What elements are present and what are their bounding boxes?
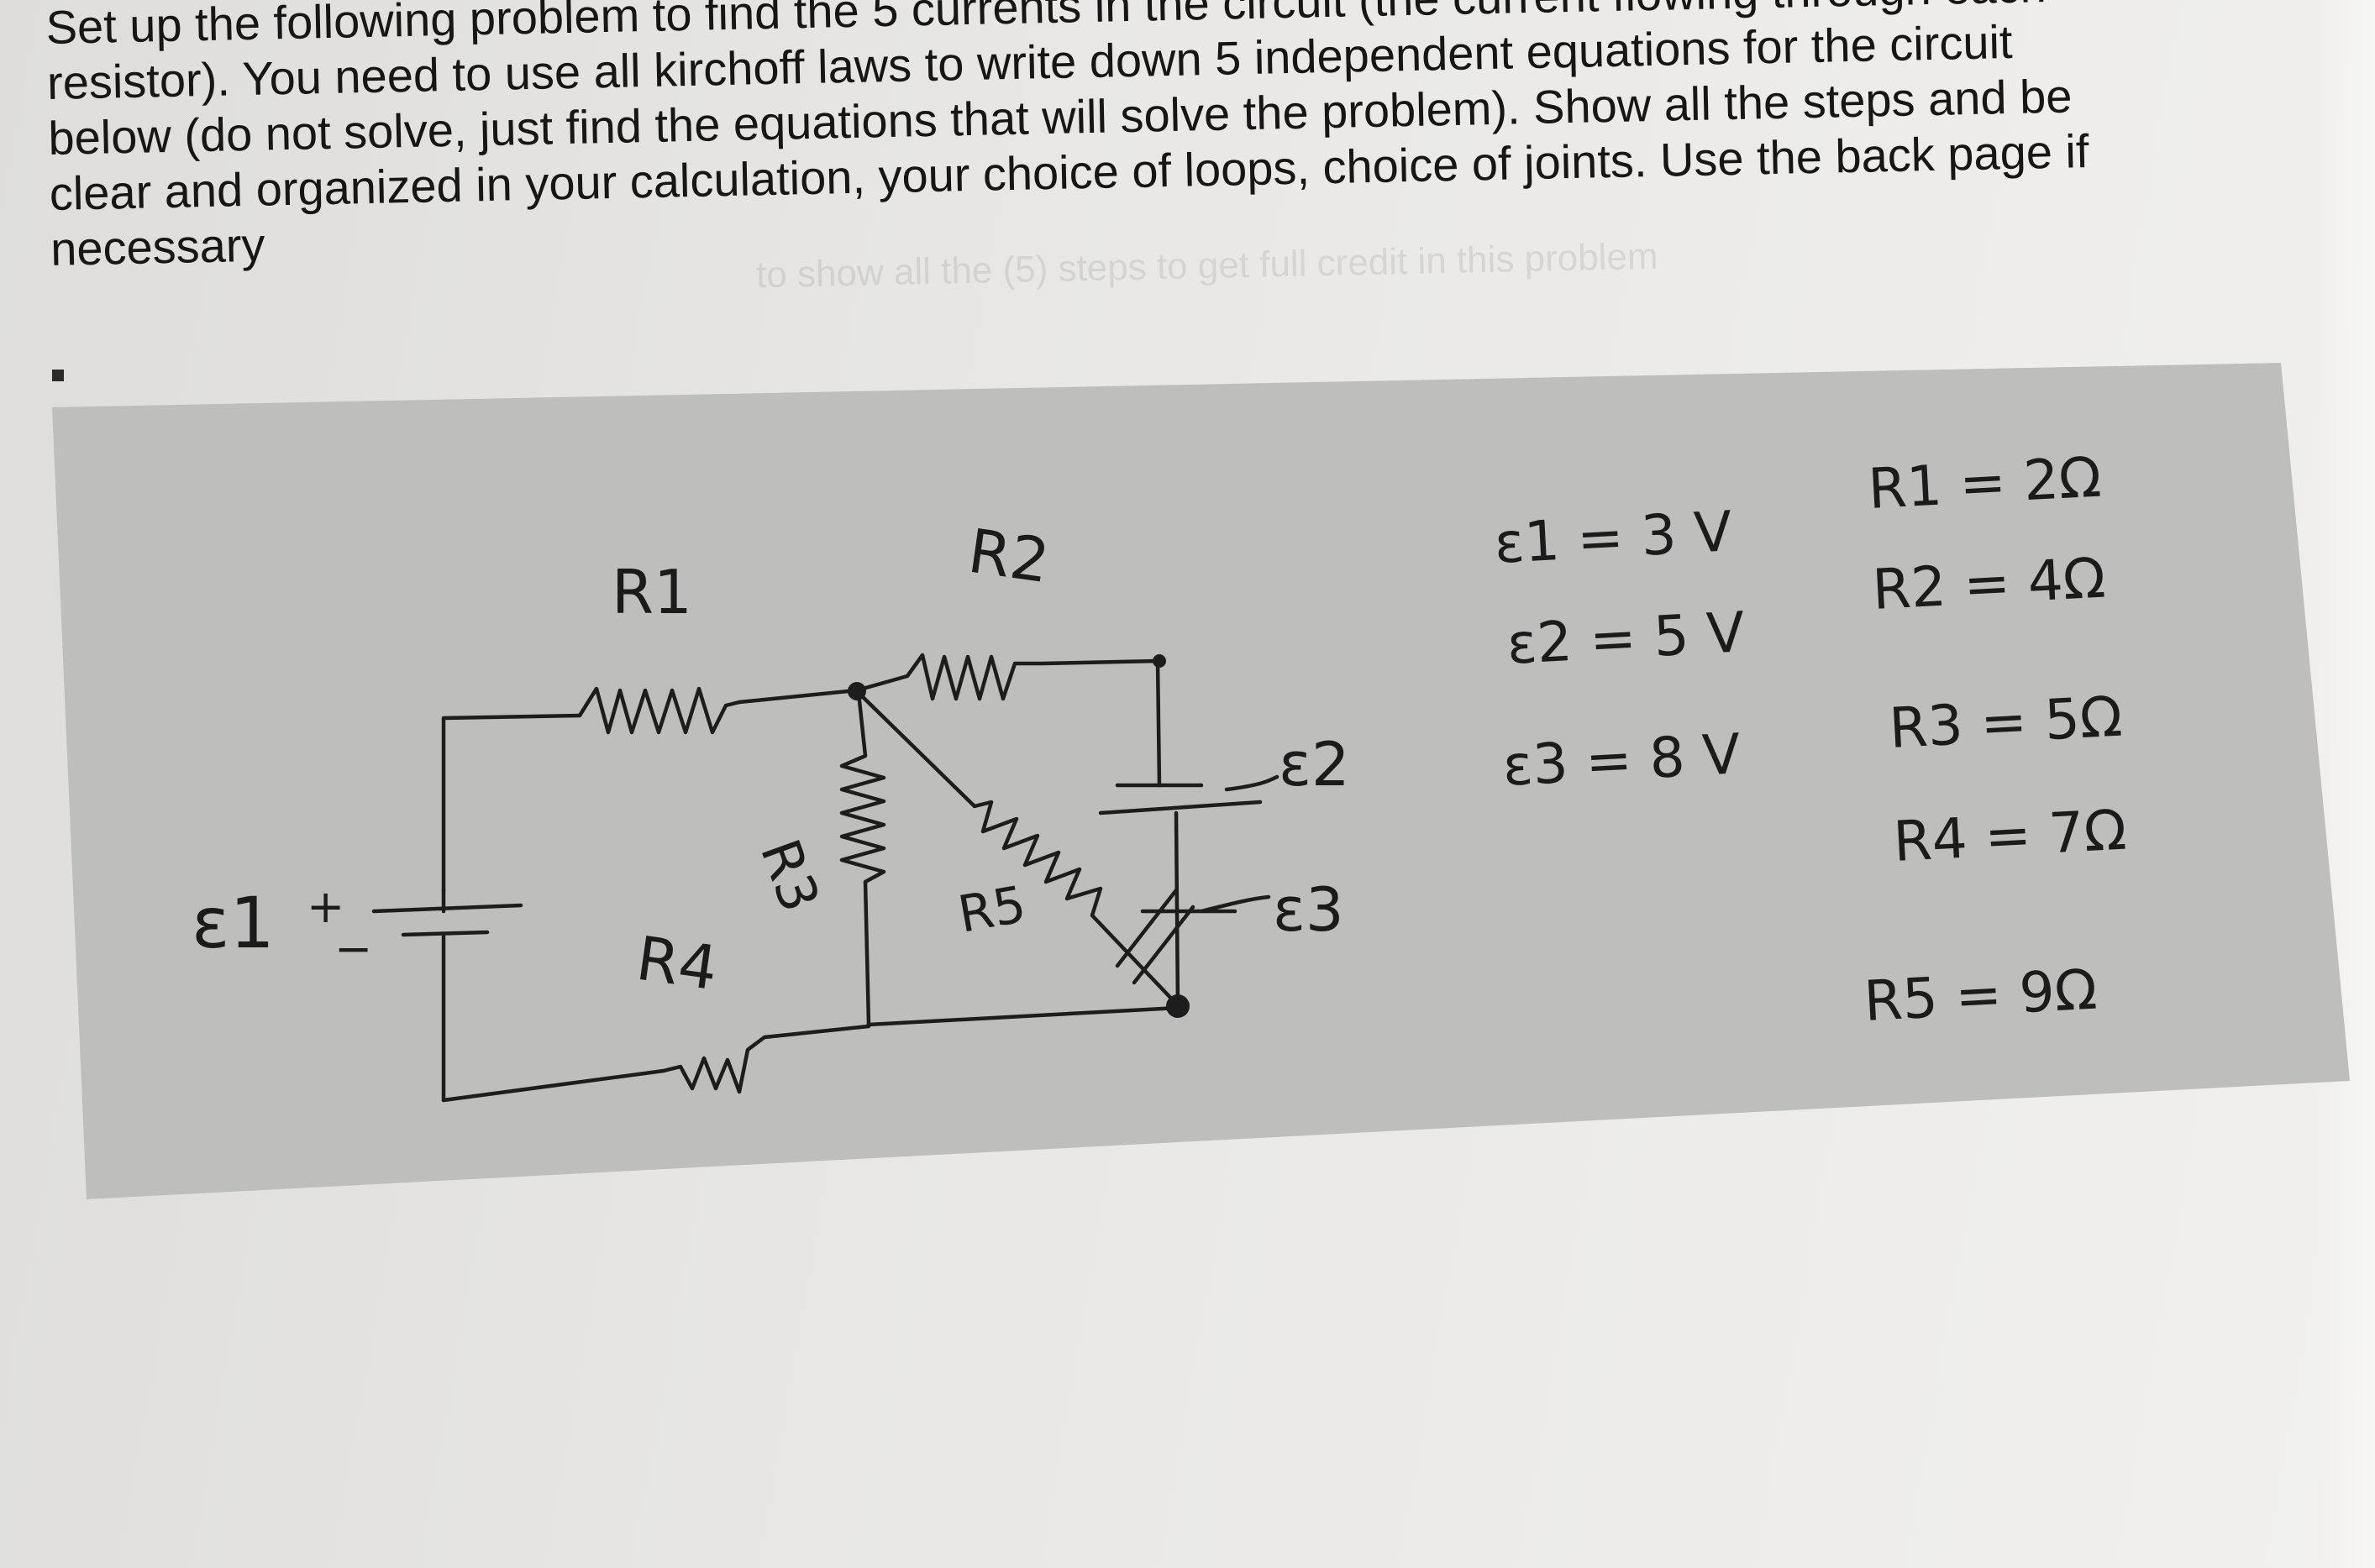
label-e1-plus: + xyxy=(307,880,344,933)
r5-zigzag xyxy=(856,690,1179,1006)
circuit-wires xyxy=(371,653,1279,1103)
emf-value-1: ε1 = 3 V xyxy=(1493,499,1734,576)
resistor-value-3: R3 = 5Ω xyxy=(1888,684,2124,761)
label-e2: ε2 xyxy=(1279,729,1350,800)
e1-long-plate xyxy=(371,903,523,914)
emf-value-3: ε3 = 8 V xyxy=(1501,721,1742,799)
gray-panel xyxy=(52,363,2350,1199)
resistor-value-2: R2 = 4Ω xyxy=(1871,546,2107,622)
label-r4: R4 xyxy=(633,923,722,1004)
dot-mark xyxy=(52,370,64,381)
label-e1-minus: − xyxy=(334,922,372,975)
junction-top xyxy=(848,682,866,700)
label-e3: ε3 xyxy=(1273,874,1344,945)
r3-zigzag xyxy=(839,690,886,1027)
r1-zigzag xyxy=(577,686,742,735)
wire-r1-node xyxy=(737,688,859,705)
r2-zigzag xyxy=(854,653,1160,701)
emf-value-2: ε2 = 5 V xyxy=(1505,600,1747,677)
r4-zigzag xyxy=(441,1024,871,1103)
label-r5: R5 xyxy=(954,875,1030,945)
page-edge xyxy=(2316,0,2375,1568)
junction-bottom-right xyxy=(1166,994,1190,1018)
e2-leader xyxy=(1224,774,1279,792)
e3-slash xyxy=(1115,888,1179,968)
label-e1: ε1 xyxy=(192,882,275,964)
e3-leader xyxy=(1199,894,1271,914)
junction-top-right xyxy=(1153,654,1166,668)
e2-short-plate xyxy=(1098,800,1263,815)
e1-short-plate xyxy=(401,930,490,937)
label-r1: R1 xyxy=(612,557,692,627)
e3-slash xyxy=(1132,905,1195,985)
resistor-value-4: R4 = 7Ω xyxy=(1892,798,2128,874)
wire-right-top xyxy=(1155,658,1162,788)
resistor-value-1: R1 = 2Ω xyxy=(1867,445,2103,522)
wire-bottom-right xyxy=(866,1005,1180,1027)
label-r2: R2 xyxy=(964,516,1054,597)
wire-left-top xyxy=(441,713,582,893)
resistor-value-5: R5 = 9Ω xyxy=(1863,957,2099,1034)
